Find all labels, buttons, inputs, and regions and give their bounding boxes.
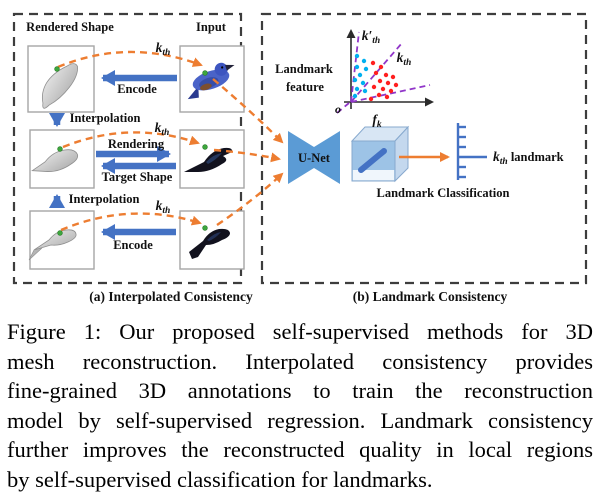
kth-label-bottom: kth	[156, 198, 171, 216]
gray-mesh-bird-2	[31, 149, 79, 172]
interpolation-bottom-label: Interpolation	[69, 192, 140, 206]
kth-link-mid-to-unet	[213, 148, 281, 163]
unet-shape	[288, 131, 340, 184]
landmark-feature-plot	[336, 29, 434, 114]
kth-label-top: kth	[156, 40, 171, 58]
kprime-th-label: k′th	[362, 28, 380, 46]
caption-line-2: mesh reconstruction. Interpolated consis…	[7, 348, 593, 374]
landmark-dots	[54, 66, 208, 236]
kth-arc-top	[57, 50, 203, 69]
orange-dashed-arrows	[57, 50, 284, 232]
classifier-comb	[456, 123, 487, 180]
encode-top-label: Encode	[117, 82, 157, 96]
caption-line-4: model by self-supervised regression. Lan…	[7, 407, 593, 433]
target-shape-label: Target Shape	[102, 170, 173, 184]
landmark-feature-label-2: feature	[286, 80, 324, 94]
feature-cube	[350, 125, 410, 183]
figure-diagram: Rendered Shape Input kth Encode Interpol…	[12, 12, 588, 304]
fk-label: fk	[372, 112, 382, 130]
caption-line-5: further improves the reconstructed quali…	[7, 437, 593, 462]
figure-caption: Figure 1: Our proposed self-supervised m…	[7, 317, 593, 494]
image-boxes	[27, 45, 245, 270]
origin-label: o	[335, 102, 341, 116]
encode-bottom-label: Encode	[113, 238, 153, 252]
dark-bird-1	[184, 147, 233, 172]
blue-arrows	[49, 70, 177, 240]
landmark-feature-label-1: Landmark	[275, 62, 333, 76]
panel-b-border	[260, 12, 588, 285]
unet-label: U-Net	[298, 151, 331, 165]
kth-arc-bottom	[60, 212, 202, 232]
red-feature-dots	[368, 60, 399, 102]
caption-line-1: Figure 1: Our proposed self-supervised m…	[7, 319, 593, 344]
kth-arc-mid	[62, 131, 200, 149]
feature-vector-rod	[358, 148, 387, 173]
landmark-classification-label: Landmark Classification	[376, 186, 509, 200]
diagram-canvas: Rendered Shape Input kth Encode Interpol…	[12, 12, 588, 304]
interpolation-top-label: Interpolation	[70, 111, 141, 125]
kth-label-mid: kth	[155, 120, 170, 138]
gray-mesh-bird-1	[41, 63, 78, 109]
caption-line-6: by self-supervised classification for la…	[7, 466, 433, 492]
caption-line-3: fine-grained 3D annotations to train the…	[7, 378, 593, 403]
cyan-feature-dots	[352, 53, 369, 99]
kth-landmark-label: kth landmark	[493, 149, 564, 167]
rendered-shape-label: Rendered Shape	[26, 20, 114, 34]
rendering-label: Rendering	[108, 137, 165, 151]
bird-illustrations	[28, 62, 235, 261]
blue-input-bird	[187, 62, 235, 100]
panel-a-caption: (a) Interpolated Consistency	[89, 289, 253, 304]
input-label: Input	[196, 20, 227, 34]
kth-sector-label: kth	[397, 50, 412, 68]
kth-link-top-to-unet	[212, 78, 284, 144]
kth-link-bottom-to-unet	[216, 172, 284, 226]
panel-b-caption: (b) Landmark Consistency	[353, 289, 508, 304]
dark-bird-2	[189, 228, 230, 259]
